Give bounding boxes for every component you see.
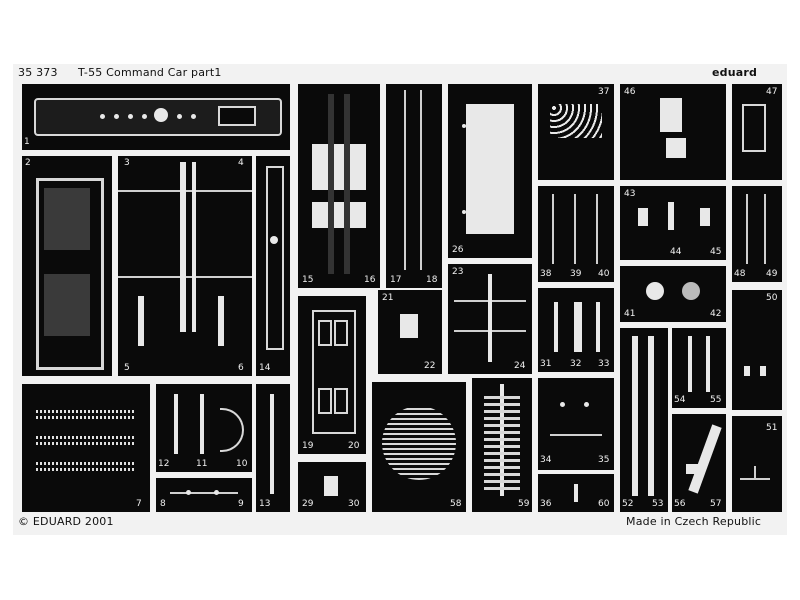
part-31-33-frame: 31 32 33 [538,288,614,372]
fret-code: 35 373 [18,66,58,79]
part-59-frame: 59 [472,378,532,512]
label-50: 50 [766,293,778,303]
label-7: 7 [136,499,142,509]
part-7-frame: 7 [22,384,150,512]
part-37-frame: 37 [538,84,614,180]
label-20: 20 [348,441,360,451]
part-50-frame: 50 [732,290,782,410]
label-2: 2 [25,158,31,168]
label-26: 26 [452,245,464,255]
part-54-55-frame: 54 55 [672,328,726,408]
label-4: 4 [238,158,244,168]
label-11: 11 [196,459,208,469]
label-34: 34 [540,455,552,465]
label-35: 35 [598,455,610,465]
part-46-frame: 46 [620,84,726,180]
part-17-18-frame: 17 18 [386,84,442,288]
label-24: 24 [514,361,526,371]
part-2-frame: 2 [22,156,112,376]
label-60: 60 [598,499,610,509]
fret-title: T-55 Command Car part1 [78,66,222,79]
label-15: 15 [302,275,314,285]
label-23: 23 [452,267,464,277]
part-29-30-frame: 29 30 [298,462,366,512]
part-58-frame: 58 [372,382,466,512]
label-3: 3 [124,158,130,168]
part-26-frame: 26 [448,84,532,258]
label-16: 16 [364,275,376,285]
label-46: 46 [624,87,636,97]
label-33: 33 [598,359,610,369]
label-51: 51 [766,423,778,433]
label-52: 52 [622,499,634,509]
label-38: 38 [540,269,552,279]
label-43: 43 [624,189,636,199]
label-29: 29 [302,499,314,509]
label-32: 32 [570,359,582,369]
label-39: 39 [570,269,582,279]
part-51-frame: 51 [732,416,782,512]
label-1: 1 [24,137,30,147]
label-48: 48 [734,269,746,279]
label-44: 44 [670,247,682,257]
label-17: 17 [390,275,402,285]
label-54: 54 [674,395,686,405]
label-19: 19 [302,441,314,451]
part-56-57-frame: 56 57 [672,414,726,512]
part-15-16-frame: 15 16 [298,84,380,288]
origin-text: Made in Czech Republic [626,515,762,528]
label-6: 6 [238,363,244,373]
label-59: 59 [518,499,530,509]
part-10-12-frame: 12 11 10 [156,384,252,472]
part-34-35-frame: 34 35 [538,378,614,470]
label-31: 31 [540,359,552,369]
part-47-frame: 47 [732,84,782,180]
part-13-frame: 13 [256,384,290,512]
part-14-frame: 14 [256,156,290,376]
label-42: 42 [710,309,722,319]
label-22: 22 [424,361,436,371]
label-10: 10 [236,459,248,469]
part-38-40-frame: 38 39 40 [538,186,614,282]
label-49: 49 [766,269,778,279]
part-21-22-frame: 21 22 [378,290,442,374]
part-41-42-frame: 41 42 [620,266,726,322]
label-58: 58 [450,499,462,509]
label-45: 45 [710,247,722,257]
copyright-text: © EDUARD 2001 [18,515,114,528]
part-52-53-frame: 52 53 [620,328,668,512]
label-55: 55 [710,395,722,405]
label-18: 18 [426,275,438,285]
label-21: 21 [382,293,394,303]
label-13: 13 [259,499,271,509]
label-57: 57 [710,499,722,509]
label-14: 14 [259,363,271,373]
label-30: 30 [348,499,360,509]
label-40: 40 [598,269,610,279]
part-43-45-frame: 43 44 45 [620,186,726,260]
label-5: 5 [124,363,130,373]
part-36-60-frame: 36 60 [538,474,614,512]
label-8: 8 [160,499,166,509]
label-56: 56 [674,499,686,509]
part-1-frame: 1 [22,84,290,150]
part-19-20-frame: 19 20 [298,296,366,454]
label-12: 12 [158,459,170,469]
part-48-49-frame: 48 49 [732,186,782,282]
part-23-24-frame: 23 24 [448,264,532,374]
label-36: 36 [540,499,552,509]
part-8-9-frame: 8 9 [156,478,252,512]
label-37: 37 [598,87,610,97]
label-47: 47 [766,87,778,97]
part-3-4-frame: 3 4 5 6 [118,156,252,376]
label-41: 41 [624,309,636,319]
label-9: 9 [238,499,244,509]
label-53: 53 [652,499,664,509]
brand-logo: eduard [712,66,758,79]
